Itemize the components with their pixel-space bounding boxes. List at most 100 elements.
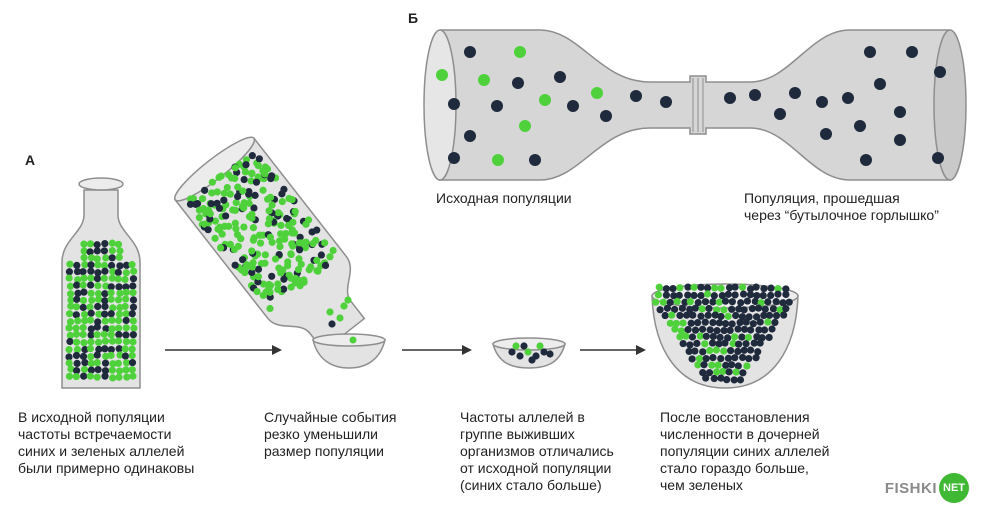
blue-allele-dot: [780, 311, 788, 319]
green-allele-dot: [80, 310, 89, 319]
blue-allele-dot: [66, 337, 74, 346]
blue-allele-dot: [240, 175, 248, 184]
blue-allele-dot: [129, 303, 138, 311]
blue-allele-dot: [721, 339, 729, 347]
green-allele-dot: [205, 206, 213, 214]
green-allele-dot: [74, 276, 82, 284]
blue-allele-dot: [252, 178, 261, 186]
green-allele-dot: [233, 231, 242, 239]
blue-allele-dot: [128, 359, 137, 367]
blue-allele-dot: [782, 290, 790, 299]
blue-allele-dot: [72, 351, 81, 360]
blue-allele-dot: [697, 312, 705, 320]
blue-allele-dot: [254, 265, 263, 273]
blue-allele-dot: [772, 312, 781, 320]
caption-step-2: Случайные события резко уменьшили размер…: [264, 409, 397, 459]
blue-allele-dot: [245, 187, 253, 196]
green-allele-dot: [208, 178, 216, 186]
blue-allele-dot: [721, 320, 730, 328]
green-allele-dot: [65, 310, 74, 318]
green-allele-dot: [128, 261, 136, 269]
tube-dots: [436, 46, 946, 166]
blue-allele-dot: [87, 261, 95, 269]
blue-allele-dot: [820, 128, 832, 140]
blue-allele-dot: [191, 200, 200, 208]
green-allele-dot: [108, 274, 116, 282]
arrow-3: [580, 345, 646, 355]
blue-allele-dot: [731, 283, 739, 291]
green-allele-dot: [67, 296, 75, 304]
green-allele-dot: [94, 261, 102, 269]
blue-allele-dot: [722, 361, 730, 369]
blue-allele-dot: [268, 272, 276, 280]
blue-allele-dot: [87, 331, 95, 339]
green-allele-dot: [102, 352, 110, 360]
green-allele-dot: [275, 237, 284, 245]
fishki-logo[interactable]: FISHKI NET: [885, 473, 969, 503]
blue-allele-dot: [80, 372, 88, 380]
blue-allele-dot: [101, 302, 109, 311]
blue-allele-dot: [94, 269, 102, 277]
green-allele-dot: [107, 295, 115, 303]
blue-allele-dot: [748, 304, 756, 313]
green-allele-dot: [712, 346, 720, 354]
green-allele-dot: [87, 338, 95, 346]
green-allele-dot: [225, 222, 233, 230]
blue-allele-dot: [742, 318, 750, 326]
green-allele-dot: [80, 254, 88, 262]
green-allele-dot: [100, 274, 108, 282]
green-allele-dot: [129, 372, 137, 380]
green-allele-dot: [102, 254, 110, 262]
blue-allele-dot: [630, 90, 642, 102]
green-allele-dot: [115, 310, 124, 318]
green-allele-dot: [65, 324, 73, 332]
blue-allele-dot: [724, 354, 733, 362]
blue-allele-dot: [115, 345, 123, 353]
blue-allele-dot: [464, 46, 476, 58]
blue-allele-dot: [709, 353, 717, 362]
green-allele-dot: [87, 359, 95, 368]
green-allele-dot: [128, 345, 136, 353]
original-population-caption: Исходная популяции: [436, 190, 572, 206]
blue-allele-dot: [213, 199, 221, 207]
blue-allele-dot: [512, 77, 524, 89]
blue-allele-dot: [101, 372, 109, 380]
green-allele-dot: [259, 291, 267, 300]
blue-allele-dot: [108, 254, 116, 262]
green-allele-dot: [757, 299, 765, 307]
blue-allele-dot: [656, 306, 664, 314]
blue-allele-dot: [107, 283, 115, 291]
blue-allele-dot: [699, 369, 707, 377]
blue-allele-dot: [697, 291, 705, 300]
green-allele-dot: [240, 204, 248, 212]
green-allele-dot: [87, 254, 96, 262]
green-allele-dot: [211, 217, 220, 225]
green-allele-dot: [248, 169, 256, 177]
blue-allele-dot: [735, 340, 743, 348]
blue-allele-dot: [448, 152, 460, 164]
green-allele-dot: [109, 360, 117, 368]
blue-allele-dot: [73, 281, 81, 289]
green-allele-dot: [240, 199, 248, 207]
blue-allele-dot: [854, 120, 866, 132]
green-allele-dot: [72, 324, 80, 332]
blue-allele-dot: [520, 342, 528, 350]
green-allele-dot: [729, 339, 737, 348]
green-allele-dot: [652, 298, 660, 306]
blue-allele-dot: [738, 353, 747, 362]
blue-allele-dot: [516, 352, 524, 360]
blue-allele-dot: [934, 66, 946, 78]
green-allele-dot: [108, 337, 117, 345]
blue-allele-dot: [670, 292, 678, 300]
blue-allele-dot: [93, 241, 101, 249]
green-allele-dot: [776, 306, 784, 314]
blue-allele-dot: [701, 318, 709, 326]
blue-allele-dot: [95, 345, 103, 353]
green-allele-dot: [536, 342, 544, 350]
green-allele-dot: [512, 342, 520, 350]
green-allele-dot: [121, 302, 129, 311]
blue-allele-dot: [317, 251, 325, 259]
green-allele-dot: [122, 366, 130, 374]
green-allele-dot: [524, 348, 532, 356]
blue-allele-dot: [663, 304, 672, 312]
